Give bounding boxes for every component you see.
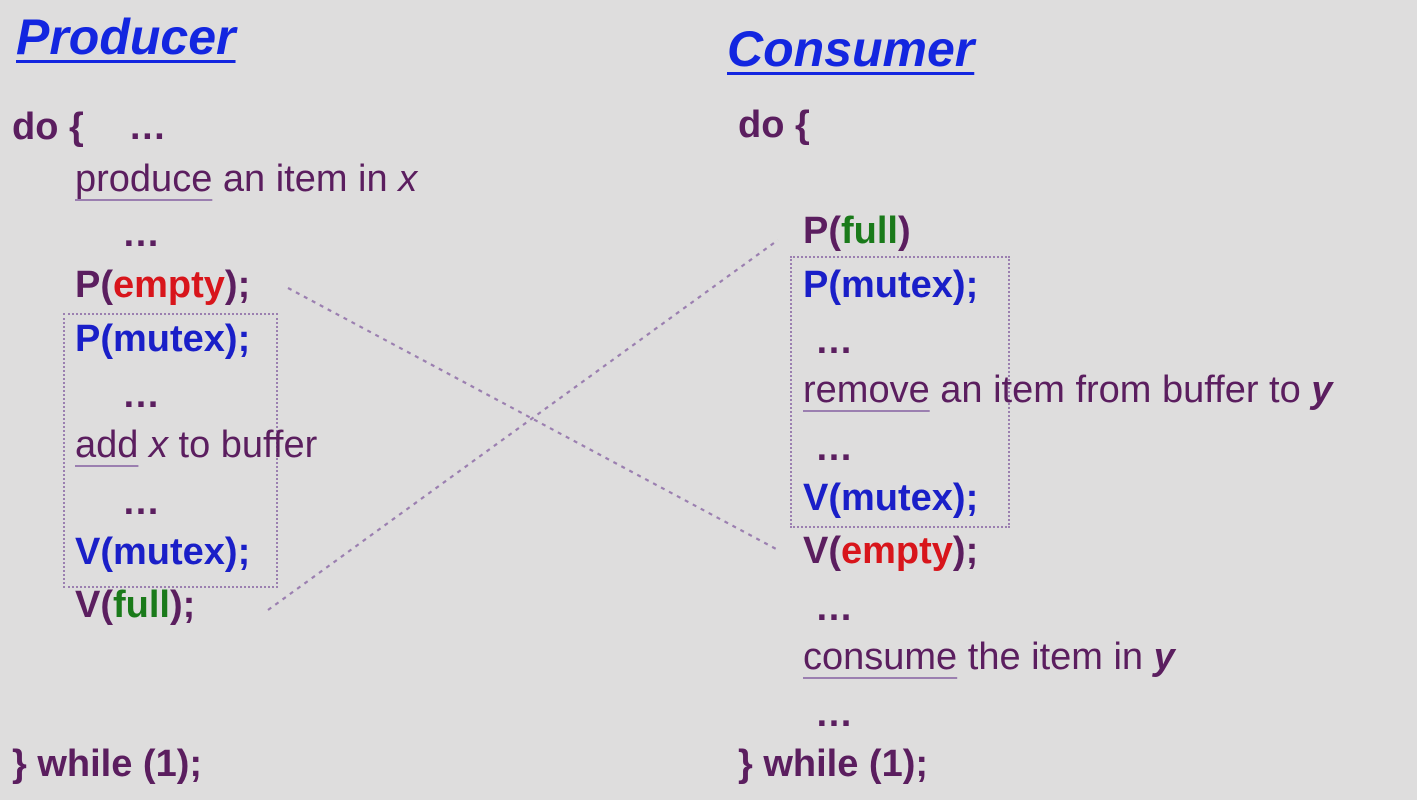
consumer-v-suffix: ); — [952, 530, 979, 572]
producer-v-full: V(full); — [75, 586, 195, 624]
producer-p-mutex: P(mutex); — [75, 318, 251, 360]
consumer-p-full: P(full) — [803, 212, 911, 250]
empty-semaphore-connector — [287, 287, 779, 551]
consumer-dots-1: … — [815, 320, 853, 362]
consumer-v-empty: V(empty); — [803, 532, 978, 570]
producer-v-prefix: V( — [75, 584, 113, 626]
consumer-consume-line: consume the item in y — [803, 638, 1175, 676]
consumer-v-arg: empty — [841, 530, 953, 572]
consumer-remove-line: remove an item from buffer to y — [803, 371, 1332, 409]
consumer-consume-rest: the item in — [957, 636, 1154, 678]
producer-produce-verb: produce — [75, 158, 213, 200]
producer-add-line: add x to buffer — [75, 426, 317, 464]
consumer-p-mutex: P(mutex); — [803, 264, 979, 306]
producer-title: Producer — [16, 9, 236, 65]
consumer-remove-rest: an item from buffer to — [929, 369, 1312, 411]
producer-p-arg: empty — [113, 264, 225, 306]
consumer-p-suffix: ) — [897, 210, 911, 252]
consumer-consume-var: y — [1153, 636, 1175, 678]
consumer-dots-4: … — [815, 693, 853, 735]
producer-produce-rest: an item in — [212, 158, 399, 200]
producer-p-empty: P(empty); — [75, 266, 250, 304]
consumer-title: Consumer — [727, 21, 975, 77]
producer-produce-line: produce an item in x — [75, 160, 417, 198]
producer-add-space — [138, 424, 149, 466]
producer-p-prefix: P( — [75, 264, 113, 306]
consumer-critical-section-box — [790, 256, 1010, 528]
producer-p-suffix: ); — [224, 264, 251, 306]
consumer-p-prefix: P( — [803, 210, 841, 252]
consumer-dots-3: … — [815, 587, 853, 629]
producer-produce-var: x — [398, 158, 418, 200]
full-semaphore-connector — [267, 239, 779, 611]
producer-add-var: x — [148, 424, 168, 466]
consumer-remove-verb: remove — [803, 369, 930, 411]
producer-add-verb: add — [75, 424, 139, 466]
producer-do-dots: … — [128, 106, 167, 148]
producer-v-arg: full — [113, 584, 170, 626]
producer-v-suffix: ); — [169, 584, 196, 626]
consumer-consume-verb: consume — [803, 636, 958, 678]
producer-dots-2: … — [122, 374, 160, 416]
consumer-p-arg: full — [841, 210, 898, 252]
producer-v-mutex: V(mutex); — [75, 531, 251, 573]
consumer-v-prefix: V( — [803, 530, 841, 572]
consumer-close: } while (1); — [738, 743, 929, 785]
consumer-dots-2: … — [815, 427, 853, 469]
consumer-remove-var: y — [1311, 369, 1333, 411]
producer-do-line: do { … — [12, 108, 166, 146]
consumer-v-mutex: V(mutex); — [803, 477, 979, 519]
producer-do-open: do { — [12, 106, 84, 148]
consumer-do-open: do { — [738, 104, 810, 146]
producer-dots-3: … — [122, 481, 160, 523]
producer-close: } while (1); — [12, 743, 203, 785]
producer-dots-1: … — [122, 213, 160, 255]
producer-add-rest: to buffer — [167, 424, 318, 466]
